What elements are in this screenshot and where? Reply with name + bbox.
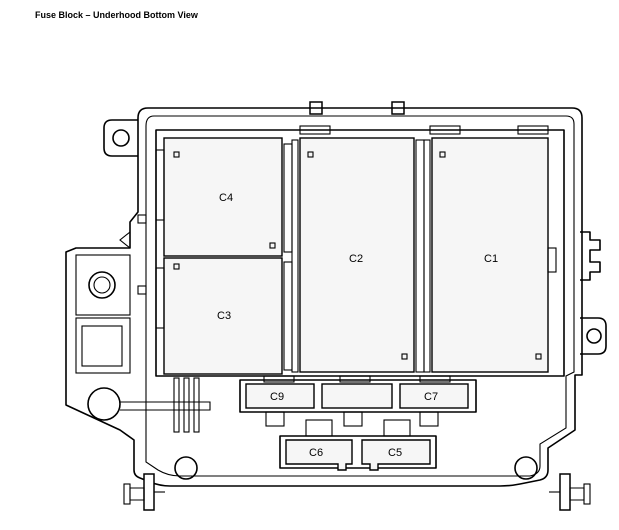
right-mounting-ear — [580, 317, 607, 355]
left-mounting-ear — [103, 119, 138, 157]
diagram-title: Fuse Block – Underhood Bottom View — [35, 10, 198, 20]
bottom-right-mount-hole — [514, 456, 538, 480]
latch-strip-right — [415, 139, 431, 373]
connector-c4[interactable]: C4 — [155, 137, 283, 257]
connector-c2-label: C2 — [349, 253, 363, 265]
bottom-connector-row — [279, 435, 437, 469]
connector-c5-label: C5 — [388, 447, 402, 459]
connector-c9[interactable]: C9 — [245, 383, 315, 409]
bottom-left-stud — [123, 473, 165, 511]
left-stud-panel — [75, 254, 131, 374]
blank-connector-slot — [321, 383, 393, 409]
connector-c7-label: C7 — [424, 391, 438, 403]
row-tabs — [265, 411, 439, 437]
frame-ribs — [299, 125, 549, 135]
connector-c3[interactable]: C3 — [155, 257, 283, 375]
latch-strip-left — [283, 139, 299, 373]
connector-c4-label: C4 — [219, 192, 233, 204]
left-side-notches — [119, 214, 147, 295]
connector-c2[interactable]: C2 — [299, 137, 415, 373]
connector-c6[interactable]: C6 — [285, 439, 353, 471]
connector-c3-label: C3 — [217, 310, 231, 322]
bottom-right-stud — [549, 473, 591, 511]
connector-c1[interactable]: C1 — [431, 137, 557, 373]
connector-c7[interactable]: C7 — [399, 383, 469, 409]
connector-c9-label: C9 — [270, 391, 284, 403]
connector-c1-label: C1 — [484, 253, 498, 265]
right-side-clip — [580, 231, 601, 281]
connector-c5[interactable]: C5 — [361, 439, 431, 471]
harness-grommet — [87, 377, 211, 433]
housing-inner-wall — [145, 115, 575, 477]
bottom-left-mount-hole — [174, 456, 198, 480]
connector-c6-label: C6 — [309, 447, 323, 459]
